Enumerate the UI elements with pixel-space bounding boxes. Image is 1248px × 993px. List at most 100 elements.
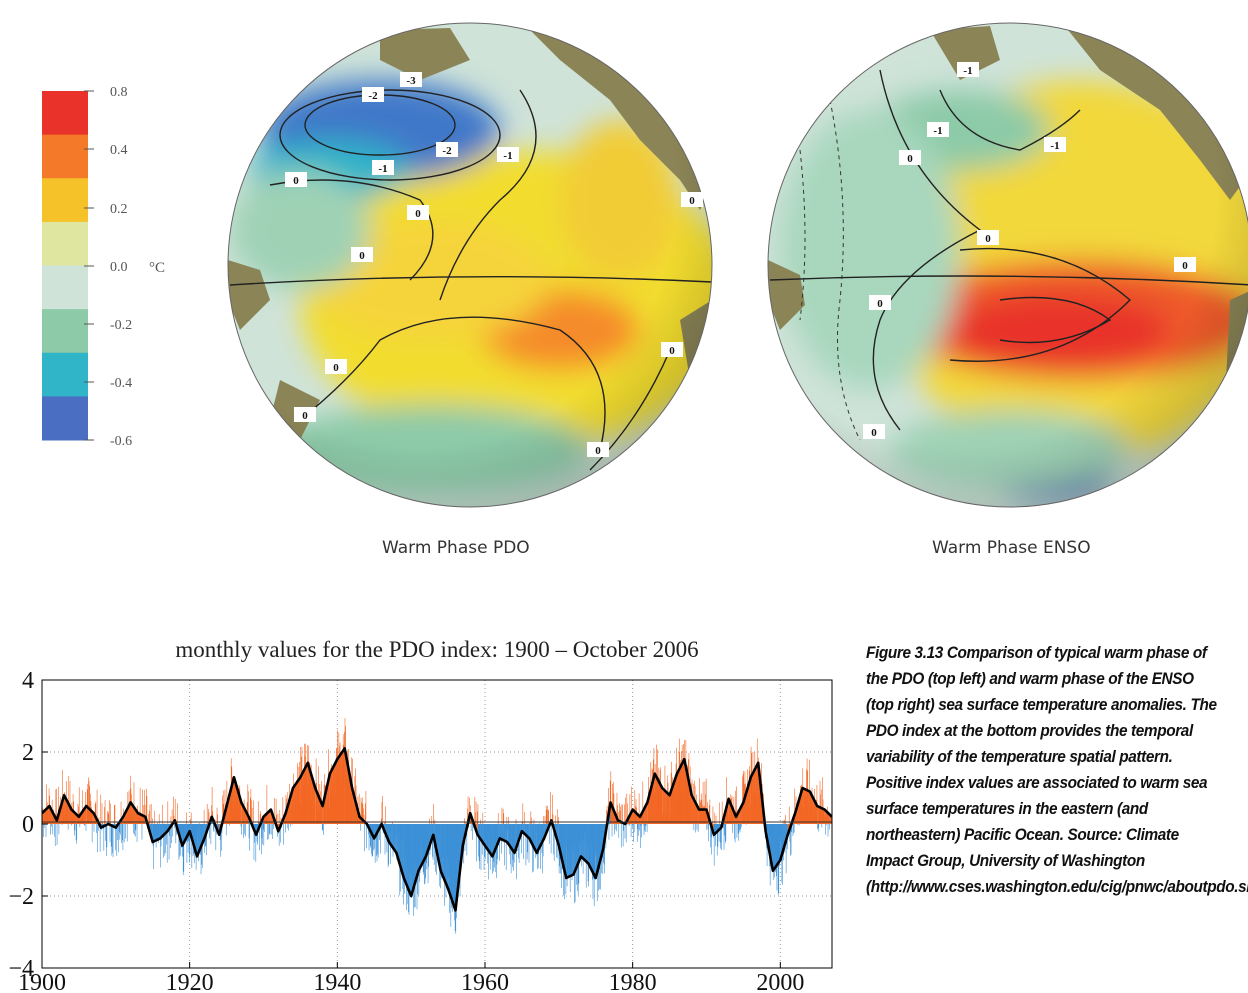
pdo-monthly-bar <box>167 801 169 824</box>
pdo-smoothed-fill <box>691 795 700 824</box>
pdo-monthly-bar <box>149 804 151 824</box>
pdo-monthly-bar <box>707 824 709 830</box>
pdo-monthly-bar <box>84 824 86 826</box>
pdo-monthly-bar <box>604 824 605 874</box>
pdo-monthly-bar <box>636 824 638 842</box>
colorbar-segment <box>42 352 88 397</box>
pdo-monthly-bar <box>189 824 191 856</box>
pdo-monthly-bar <box>377 824 379 858</box>
pdo-monthly-bar <box>715 815 717 824</box>
pdo-monthly-bar <box>109 824 111 843</box>
pdo-smoothed-fill <box>64 795 72 824</box>
pdo-monthly-bar <box>714 812 716 824</box>
pdo-monthly-bar <box>43 824 45 828</box>
pdo-smoothed-fill <box>42 806 50 824</box>
pdo-monthly-bar <box>106 824 108 848</box>
pdo-monthly-bar <box>818 824 820 832</box>
pdo-monthly-bar <box>377 824 378 855</box>
pdo-monthly-bar <box>478 824 480 861</box>
pdo-monthly-bar <box>721 824 722 851</box>
x-tick-label: 1980 <box>609 970 657 993</box>
colorbar-segment <box>42 221 88 266</box>
pdo-monthly-bar <box>110 803 111 824</box>
pdo-monthly-bar <box>624 824 626 839</box>
pdo-monthly-bar <box>186 824 188 863</box>
pdo-smoothed-fill <box>647 773 655 824</box>
contour-label: 0 <box>293 175 299 187</box>
pdo-monthly-bar <box>142 789 143 824</box>
pdo-monthly-bar <box>552 814 554 824</box>
pdo-monthly-bar <box>173 796 174 824</box>
contour-label-box <box>372 160 394 175</box>
pdo-monthly-bar <box>213 824 214 831</box>
pdo-monthly-bar <box>548 824 550 844</box>
pdo-monthly-bar <box>170 816 172 824</box>
pdo-monthly-bar <box>616 824 617 832</box>
pdo-monthly-bar <box>206 803 208 824</box>
pdo-monthly-bar <box>624 804 625 824</box>
pdo-monthly-bar <box>273 798 275 824</box>
pdo-monthly-bar <box>182 824 184 876</box>
pdo-monthly-bar <box>548 810 549 824</box>
pdo-monthly-bar <box>619 803 620 824</box>
pdo-monthly-bar <box>465 821 466 824</box>
pdo-monthly-bar <box>633 824 634 842</box>
colorbar: 0.80.40.20.0-0.2-0.4-0.6 °C <box>42 85 165 449</box>
pdo-monthly-bar <box>88 780 90 824</box>
pdo-monthly-bar <box>528 824 530 863</box>
pdo-monthly-bar <box>190 818 191 824</box>
pdo-monthly-bar <box>54 824 56 846</box>
contour-label: 0 <box>669 345 675 357</box>
pdo-monthly-bar <box>621 804 623 824</box>
pdo-monthly-bar <box>532 824 533 873</box>
pdo-monthly-bar <box>376 824 378 862</box>
pdo-monthly-bar <box>478 824 479 857</box>
colorbar-tick-label: -0.4 <box>110 376 132 391</box>
pdo-monthly-bar <box>644 824 645 831</box>
pdo-monthly-bar <box>497 813 499 824</box>
pdo-monthly-bar <box>243 824 244 839</box>
pdo-monthly-bar <box>136 824 138 842</box>
pdo-monthly-bar <box>817 824 819 829</box>
pdo-monthly-bar <box>110 824 112 847</box>
pdo-monthly-bar <box>46 784 47 824</box>
pdo-monthly-bar <box>734 824 736 843</box>
pdo-monthly-bar <box>382 796 383 824</box>
pdo-monthly-bar <box>529 823 530 824</box>
pdo-monthly-bar <box>817 824 818 830</box>
pdo-monthly-bar <box>696 824 698 830</box>
pdo-monthly-bar <box>363 814 365 824</box>
pdo-monthly-bar <box>501 807 503 824</box>
pdo-monthly-bar <box>93 824 95 832</box>
pdo-monthly-bar <box>612 783 613 824</box>
pdo-monthly-bar <box>546 809 548 824</box>
pdo-monthly-bar <box>120 824 121 835</box>
pdo-monthly-bar <box>323 824 324 835</box>
pdo-monthly-bar <box>276 814 278 824</box>
pdo-monthly-bar <box>105 824 106 841</box>
pdo-monthly-bar <box>157 821 158 824</box>
pdo-monthly-bar <box>429 818 430 824</box>
pdo-monthly-bar <box>121 824 122 844</box>
pdo-monthly-bar <box>252 821 254 824</box>
contour-label: 0 <box>1182 260 1188 272</box>
pdo-smoothed-fill <box>411 824 419 896</box>
pdo-monthly-bar <box>224 789 226 824</box>
pdo-monthly-bar <box>133 782 135 824</box>
pdo-monthly-bar <box>633 824 635 833</box>
pdo-monthly-bar <box>606 805 608 824</box>
pdo-monthly-bar <box>745 824 747 825</box>
pdo-monthly-bar <box>97 824 99 831</box>
y-tick-label: 2 <box>22 740 34 766</box>
pdo-monthly-bar <box>77 803 79 824</box>
pdo-monthly-bar <box>740 824 741 830</box>
pdo-monthly-bar <box>543 816 545 824</box>
pdo-monthly-bar <box>626 793 628 824</box>
pdo-monthly-bar <box>479 824 481 869</box>
pdo-monthly-bar <box>705 778 707 824</box>
pdo-monthly-bar <box>638 793 640 824</box>
pdo-monthly-bar <box>207 821 209 824</box>
contour-label-box <box>869 295 891 310</box>
pdo-monthly-bar <box>169 824 171 849</box>
